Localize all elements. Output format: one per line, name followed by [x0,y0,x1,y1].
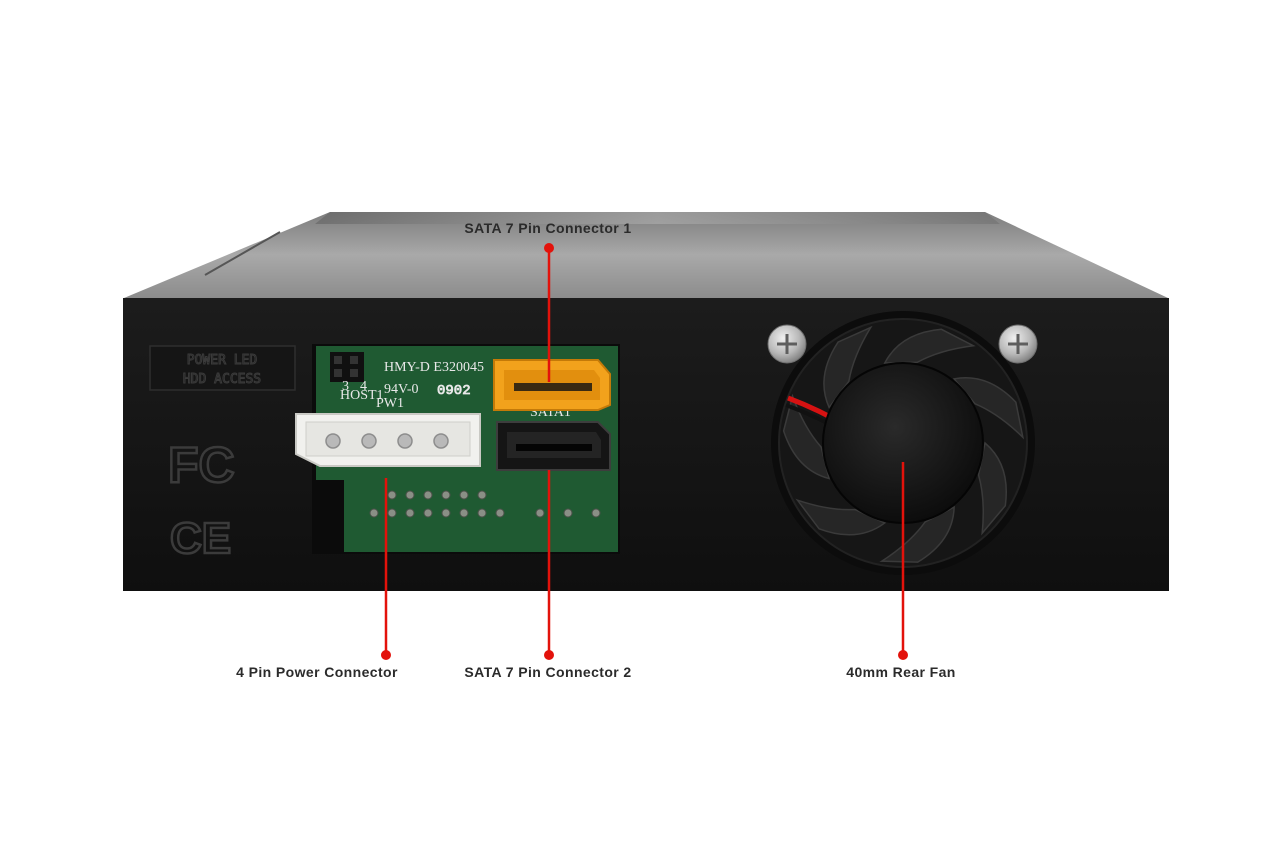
rear-fan [771,311,1035,575]
screw-left [767,324,807,364]
molex-power-connector [295,413,481,467]
solder-point [477,508,487,518]
led-label-line1: POWER LED [187,353,258,368]
fan-blade [952,377,1025,440]
screw-right [998,324,1038,364]
solder-point [477,490,487,500]
enclosure-top-edge [204,231,281,276]
power-label: PW1 [376,396,404,411]
label-rear-fan: 40mm Rear Fan [846,664,956,680]
callout-lines [381,243,908,660]
enclosure-top-panel [124,212,1168,298]
sata-connector-1 [493,359,611,411]
pcb-lower-dark [316,480,344,552]
solder-point [423,490,433,500]
callout-dot-sata2 [544,650,554,660]
callout-dot-power [381,650,391,660]
callout-dot-sata1 [544,243,554,253]
fan-blades [782,325,1025,563]
fan-blade [883,328,976,364]
enclosure-top-highlight [315,212,1000,224]
fan-blade [879,505,955,563]
fcc-mark: FC [168,437,235,493]
solder-point [405,490,415,500]
pcb-marking-line1: HMY-D E320045 [384,360,484,375]
host-header-label: HOST1 [340,388,384,403]
solder-point [563,508,573,518]
sata-connector-2 [496,421,611,471]
led-label-line2: HDD ACCESS [183,372,261,387]
fan-blade [795,498,887,536]
solder-point [441,508,451,518]
pcb-solder-points [369,490,601,518]
solder-point [495,508,505,518]
solder-point [535,508,545,518]
solder-point [591,508,601,518]
pcb-marking-line2-b: 0902 [437,383,471,399]
pcb-marking-line2-a: 94V-0 [384,382,419,397]
label-sata-connector-2: SATA 7 Pin Connector 2 [464,664,632,680]
fan-blade [977,441,1007,536]
solder-point [369,508,379,518]
ce-mark: CE [170,514,231,563]
label-power-connector: 4 Pin Power Connector [236,664,398,680]
callout-dot-fan [898,650,908,660]
fan-blade [823,325,873,409]
host-pin-4: 4 [360,379,367,394]
solder-point [387,508,397,518]
led-label-plate [149,345,296,391]
host-pin-3: 3 [342,379,349,394]
label-sata-connector-1: SATA 7 Pin Connector 1 [464,220,632,236]
solder-point [405,508,415,518]
fan-blade [782,393,831,480]
solder-point [423,508,433,518]
solder-point [441,490,451,500]
solder-point [387,490,397,500]
solder-point [459,508,469,518]
solder-point [459,490,469,500]
host-header [330,352,364,382]
